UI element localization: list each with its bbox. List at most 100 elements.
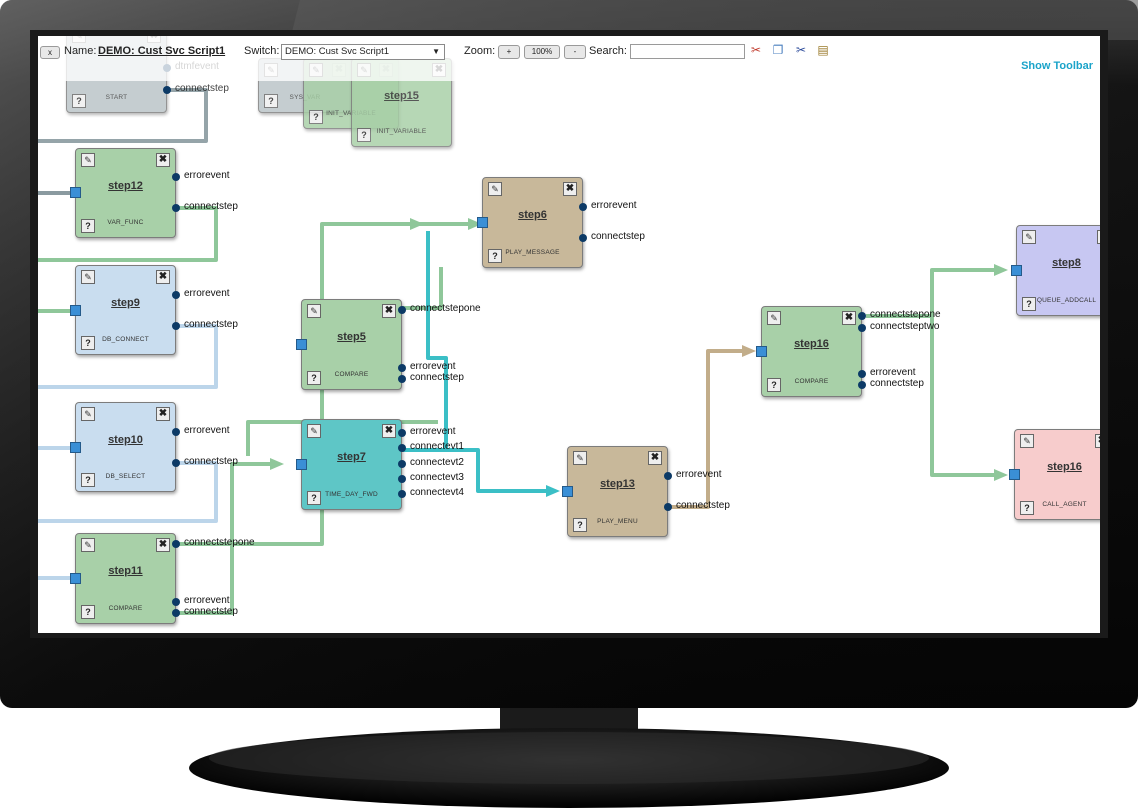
output-port[interactable]: [172, 204, 180, 212]
edit-icon[interactable]: ✎: [1020, 434, 1034, 448]
node-title[interactable]: step11: [108, 565, 143, 577]
output-port[interactable]: [172, 598, 180, 606]
node-title[interactable]: step15: [384, 90, 419, 102]
help-icon[interactable]: ?: [357, 128, 371, 142]
show-toolbar-link[interactable]: Show Toolbar: [1021, 60, 1093, 72]
input-port[interactable]: [562, 486, 573, 497]
paste-icon[interactable]: ▤: [817, 43, 829, 57]
edit-icon[interactable]: ✎: [81, 407, 95, 421]
help-icon[interactable]: ?: [72, 94, 86, 108]
node-title[interactable]: step6: [518, 209, 547, 221]
edit-icon[interactable]: ✎: [307, 424, 321, 438]
help-icon[interactable]: ?: [81, 473, 95, 487]
output-port[interactable]: [398, 475, 406, 483]
output-port[interactable]: [664, 472, 672, 480]
help-icon[interactable]: ?: [264, 94, 278, 108]
input-port[interactable]: [1011, 265, 1022, 276]
edit-icon[interactable]: ✎: [1022, 230, 1036, 244]
input-port[interactable]: [1009, 469, 1020, 480]
help-icon[interactable]: ?: [307, 491, 321, 505]
help-icon[interactable]: ?: [81, 219, 95, 233]
edit-icon[interactable]: ✎: [307, 304, 321, 318]
node-title[interactable]: step16: [794, 338, 829, 350]
node-title[interactable]: step8: [1052, 257, 1081, 269]
input-port[interactable]: [70, 187, 81, 198]
close-icon[interactable]: ✖: [382, 424, 396, 438]
output-port[interactable]: [398, 306, 406, 314]
input-port[interactable]: [296, 459, 307, 470]
output-port[interactable]: [398, 490, 406, 498]
help-icon[interactable]: ?: [81, 336, 95, 350]
input-port[interactable]: [70, 305, 81, 316]
close-icon[interactable]: ✖: [156, 538, 170, 552]
help-icon[interactable]: ?: [307, 371, 321, 385]
output-port[interactable]: [398, 364, 406, 372]
input-port[interactable]: [756, 346, 767, 357]
close-icon[interactable]: ✖: [563, 182, 577, 196]
zoom-reset-button[interactable]: 100%: [524, 45, 560, 59]
close-icon[interactable]: ✖: [382, 304, 396, 318]
output-port[interactable]: [398, 460, 406, 468]
node-title[interactable]: step7: [337, 451, 366, 463]
edit-icon[interactable]: ✎: [81, 153, 95, 167]
close-icon[interactable]: ✖: [156, 270, 170, 284]
edit-icon[interactable]: ✎: [767, 311, 781, 325]
output-port[interactable]: [172, 609, 180, 617]
close-icon[interactable]: ✖: [1097, 230, 1100, 244]
close-icon[interactable]: ✖: [1095, 434, 1100, 448]
help-icon[interactable]: ?: [488, 249, 502, 263]
output-port[interactable]: [398, 375, 406, 383]
edit-icon[interactable]: ✎: [488, 182, 502, 196]
output-port[interactable]: [172, 428, 180, 436]
output-port[interactable]: [398, 444, 406, 452]
node-title[interactable]: step13: [600, 478, 635, 490]
switch-select[interactable]: DEMO: Cust Svc Script1 ▼: [281, 44, 445, 60]
output-port[interactable]: [664, 503, 672, 511]
copy-icon[interactable]: ❐: [772, 43, 784, 57]
input-port[interactable]: [70, 442, 81, 453]
close-icon[interactable]: ✖: [156, 153, 170, 167]
delete-tool-icon[interactable]: ✂: [750, 43, 762, 57]
output-port[interactable]: [579, 234, 587, 242]
zoom-out-button[interactable]: -: [564, 45, 586, 59]
output-port[interactable]: [172, 173, 180, 181]
zoom-in-button[interactable]: +: [498, 45, 520, 59]
search-input[interactable]: [630, 44, 745, 59]
help-icon[interactable]: ?: [767, 378, 781, 392]
close-icon[interactable]: ✖: [648, 451, 662, 465]
help-icon[interactable]: ?: [1022, 297, 1036, 311]
output-port[interactable]: [398, 429, 406, 437]
node-title[interactable]: step5: [337, 331, 366, 343]
cut-icon[interactable]: ✂: [795, 43, 807, 57]
output-port[interactable]: [172, 322, 180, 330]
node-title[interactable]: step12: [108, 180, 143, 192]
output-port[interactable]: [858, 312, 866, 320]
input-port[interactable]: [296, 339, 307, 350]
output-port[interactable]: [172, 459, 180, 467]
input-port[interactable]: [477, 217, 488, 228]
close-toolbar-button[interactable]: x: [40, 46, 60, 59]
close-icon[interactable]: ✖: [842, 311, 856, 325]
output-port[interactable]: [858, 324, 866, 332]
edit-icon[interactable]: ✎: [81, 270, 95, 284]
close-icon[interactable]: ✖: [156, 407, 170, 421]
output-port[interactable]: [172, 540, 180, 548]
output-port[interactable]: [858, 370, 866, 378]
help-icon[interactable]: ?: [1020, 501, 1034, 515]
output-port[interactable]: [163, 86, 171, 94]
output-port[interactable]: [858, 381, 866, 389]
output-port[interactable]: [172, 291, 180, 299]
node-title[interactable]: step16: [1047, 461, 1082, 473]
edit-icon[interactable]: ✎: [573, 451, 587, 465]
node-title[interactable]: step10: [108, 434, 143, 446]
